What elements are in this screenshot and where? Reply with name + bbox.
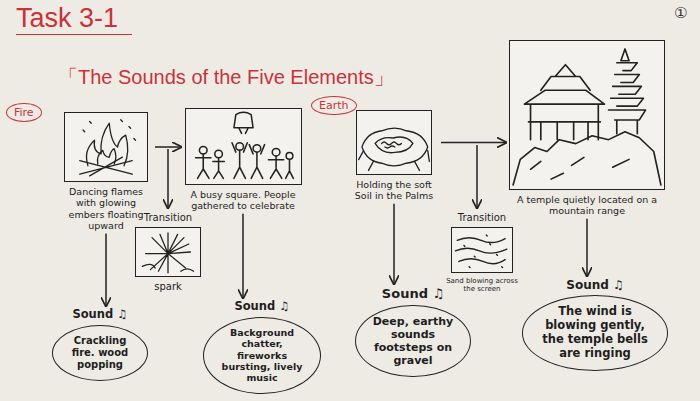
sound-heading: Sound ♫ [203,300,321,314]
sound-oval: The wind is blowing gently, the temple b… [522,295,668,370]
sound-description: Background chatter, fireworks bursting, … [219,327,305,384]
sound-node: Sound ♫ Crackling fire. wood popping [52,308,148,381]
scene-panel: A temple quietly located on a mountain r… [508,40,666,217]
sketch-stroke [609,49,646,134]
sketch-stroke [212,158,224,179]
sketch-stroke [362,128,428,166]
sketch-stroke [359,128,430,170]
flow-arrow [242,214,244,298]
sound-node: Sound ♫ Background chatter, fireworks bur… [203,300,321,394]
scene-caption: A busy square. People gathered to celebr… [183,189,303,212]
flow-arrow [586,219,588,276]
sketch-stroke [464,235,503,268]
sketch-stroke [142,233,193,273]
picture-frame [509,40,665,190]
sketch-stroke [80,120,136,176]
sketch-stroke [195,112,293,178]
scene-caption: A temple quietly located on a mountain r… [508,194,666,217]
flow-arrow [105,234,107,306]
sketch-stroke [97,149,115,164]
sketch-stroke [541,65,590,91]
sketch-stroke [80,157,132,176]
sketch-stroke [136,228,200,276]
picture-frame [356,110,432,175]
sound-heading: Sound ♫ [522,278,668,292]
sketch-stroke [195,154,210,178]
sketch-stroke [285,160,293,179]
scene-caption: Holding the soft Soil in the Palms [348,179,440,202]
scene-caption: Dancing flames with glowing embers float… [58,186,154,232]
element-name: Fire [14,106,34,119]
sketch-stroke [146,233,191,273]
sketch-stroke [531,157,630,179]
sketch-stroke [86,123,127,166]
sketch-stroke [199,147,207,155]
picture-frame [64,112,148,182]
sound-node: Sound ♫ Deep, earthy sounds footsteps on … [355,286,471,377]
transition-panel: Transition spark [130,212,206,293]
sketch-stroke [268,156,283,179]
flow-arrow [393,204,395,284]
sketch-stroke [65,113,147,181]
sound-description: Crackling fire. wood popping [68,335,132,371]
sound-oval: Deep, earthy sounds footsteps on gravel [355,305,471,378]
flow-arrow [155,146,181,148]
sound-description: The wind is blowing gently, the temple b… [538,305,652,360]
element-circle: Fire [6,103,42,122]
sound-node: Sound ♫ The wind is blowing gently, the t… [522,278,668,371]
sketch-stroke [249,145,264,179]
sound-oval: Crackling fire. wood popping [52,325,148,381]
scene-panel: Dancing flames with glowing embers float… [58,112,154,232]
sound-heading: Sound ♫ [355,286,471,302]
sketch-stroke [232,143,247,179]
sound-oval: Background chatter, fireworks bursting, … [203,317,321,394]
transition-heading: Transition [446,212,518,224]
sketch-stroke [513,49,661,185]
page-number: ① [674,4,687,22]
transition-leader [167,149,169,208]
scene-panel: A busy square. People gathered to celebr… [183,108,303,212]
sketch-stroke [359,151,430,171]
sketch-stroke [83,120,135,140]
sketch-stroke [286,153,293,160]
sketch-stroke [142,264,193,271]
page-title: Task 3-1 [16,2,132,35]
subtitle: 「The Sounds of the Five Elements」 [58,64,394,91]
sketch-stroke [272,148,280,156]
sketch-stroke [375,137,413,153]
scene-panel: Holding the soft Soil in the Palms [348,110,440,202]
sketch-stroke [382,142,402,148]
transition-panel: TransitionSand blowing across the screen [446,212,518,294]
element-circle: Earth [311,96,357,115]
transition-heading: Transition [130,212,206,224]
transition-caption: Sand blowing across the screen [446,277,518,294]
sketch-stroke [510,41,664,189]
sketch-stroke [235,143,243,151]
sketch-stroke [186,109,301,184]
sketch-stroke [253,145,261,153]
sketch-stroke [233,112,252,133]
transition-caption: spark [130,281,206,293]
picture-frame [185,108,302,185]
sketch-stroke [455,235,506,268]
element-name: Earth [319,99,349,112]
sketch-stroke [357,111,431,174]
sketch-stroke [513,132,661,185]
flow-arrow [441,142,506,144]
sketch-stroke [524,90,604,139]
sound-description: Deep, earthy sounds footsteps on gravel [371,315,455,368]
sketch-stroke [452,228,512,272]
picture-frame [135,227,201,277]
sound-heading: Sound ♫ [52,308,148,322]
sketch-stroke [214,150,222,158]
transition-leader [476,145,478,208]
picture-frame [451,227,513,273]
sketch-stroke [455,238,506,264]
